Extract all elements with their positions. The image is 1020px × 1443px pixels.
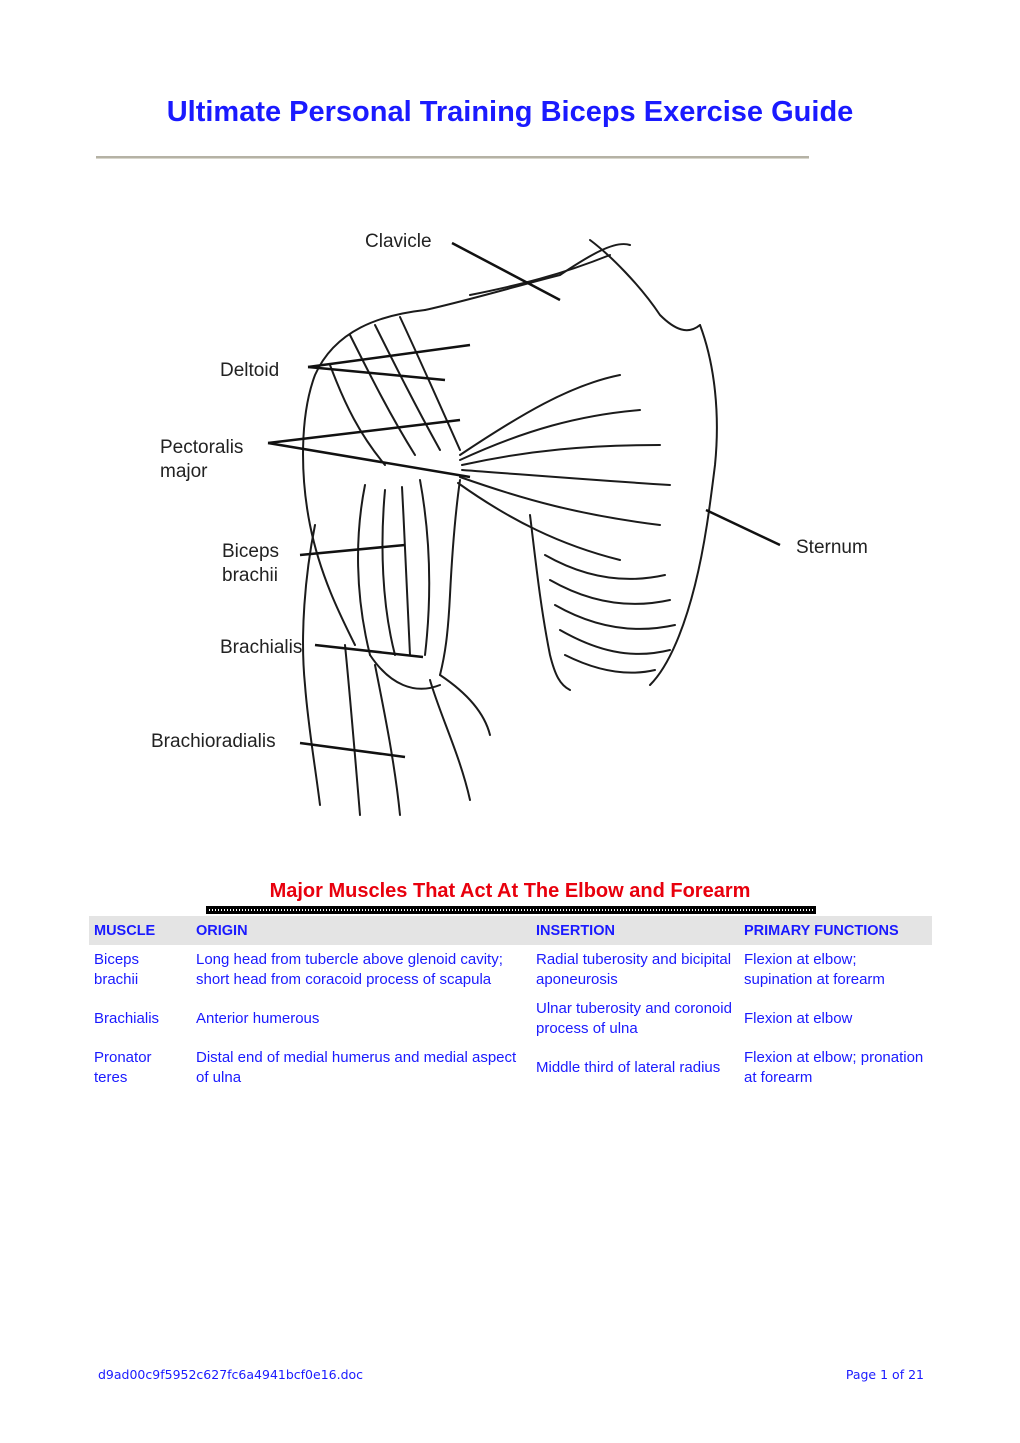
title-divider: [96, 156, 809, 159]
header-insertion: INSERTION: [531, 916, 739, 945]
footer-of-label: of: [892, 1367, 905, 1382]
table-header-row: MUSCLE ORIGIN INSERTION PRIMARY FUNCTION…: [89, 916, 932, 945]
label-biceps-line2: brachii: [222, 565, 278, 586]
footer-current-page: 1: [880, 1367, 889, 1382]
footer-page-number: Page 1 of 21: [846, 1367, 924, 1382]
label-sternum: Sternum: [796, 537, 868, 558]
label-deltoid: Deltoid: [220, 360, 279, 381]
muscle-table: MUSCLE ORIGIN INSERTION PRIMARY FUNCTION…: [89, 916, 932, 1092]
cell-origin: Distal end of medial humerus and medial …: [196, 1049, 517, 1086]
anatomy-illustration: Clavicle Deltoid Pectoralis major Biceps…: [140, 215, 900, 835]
arm-chest-diagram: Clavicle Deltoid Pectoralis major Biceps…: [151, 231, 868, 816]
cell-functions: Flexion at elbow; supination at forearm: [744, 951, 885, 988]
cell-functions: Flexion at elbow: [744, 1010, 853, 1027]
label-biceps-line1: Biceps: [222, 541, 279, 562]
footer-filename: d9ad00c9f5952c627fc6a4941bcf0e16.doc: [98, 1367, 364, 1382]
label-clavicle: Clavicle: [365, 231, 432, 252]
cell-insertion: Ulnar tuberosity and coronoid process of…: [536, 1000, 732, 1037]
table-row: Pronator teres Distal end of medial hume…: [89, 1043, 932, 1092]
table-title: Major Muscles That Act At The Elbow and …: [0, 880, 1020, 905]
table-title-text: Major Muscles That Act At The Elbow and …: [269, 880, 751, 902]
footer-total-pages: 21: [908, 1367, 924, 1382]
label-pectoralis-line1: Pectoralis: [160, 437, 243, 458]
table-title-underline: [206, 906, 816, 914]
document-title: Ultimate Personal Training Biceps Exerci…: [166, 96, 854, 128]
cell-muscle: Pronator teres: [94, 1049, 152, 1086]
cell-origin: Anterior humerous: [196, 1010, 320, 1027]
header-muscle: MUSCLE: [89, 916, 191, 945]
header-primary-functions: PRIMARY FUNCTIONS: [739, 916, 932, 945]
cell-functions: Flexion at elbow; pronation at forearm: [744, 1049, 924, 1086]
header-origin: ORIGIN: [191, 916, 531, 945]
cell-muscle: Brachialis: [94, 1010, 160, 1027]
label-brachialis: Brachialis: [220, 637, 302, 658]
label-brachioradialis: Brachioradialis: [151, 731, 276, 752]
cell-insertion: Middle third of lateral radius: [536, 1059, 721, 1076]
cell-muscle: Biceps brachii: [94, 951, 140, 988]
footer-page-label: Page: [845, 1367, 877, 1382]
table-row: Brachialis Anterior humerous Ulnar tuber…: [89, 994, 932, 1043]
cell-origin: Long head from tubercle above glenoid ca…: [196, 951, 503, 988]
table-row: Biceps brachii Long head from tubercle a…: [89, 945, 932, 994]
label-pectoralis-line2: major: [160, 461, 208, 482]
cell-insertion: Radial tuberosity and bicipital aponeuro…: [536, 951, 732, 988]
